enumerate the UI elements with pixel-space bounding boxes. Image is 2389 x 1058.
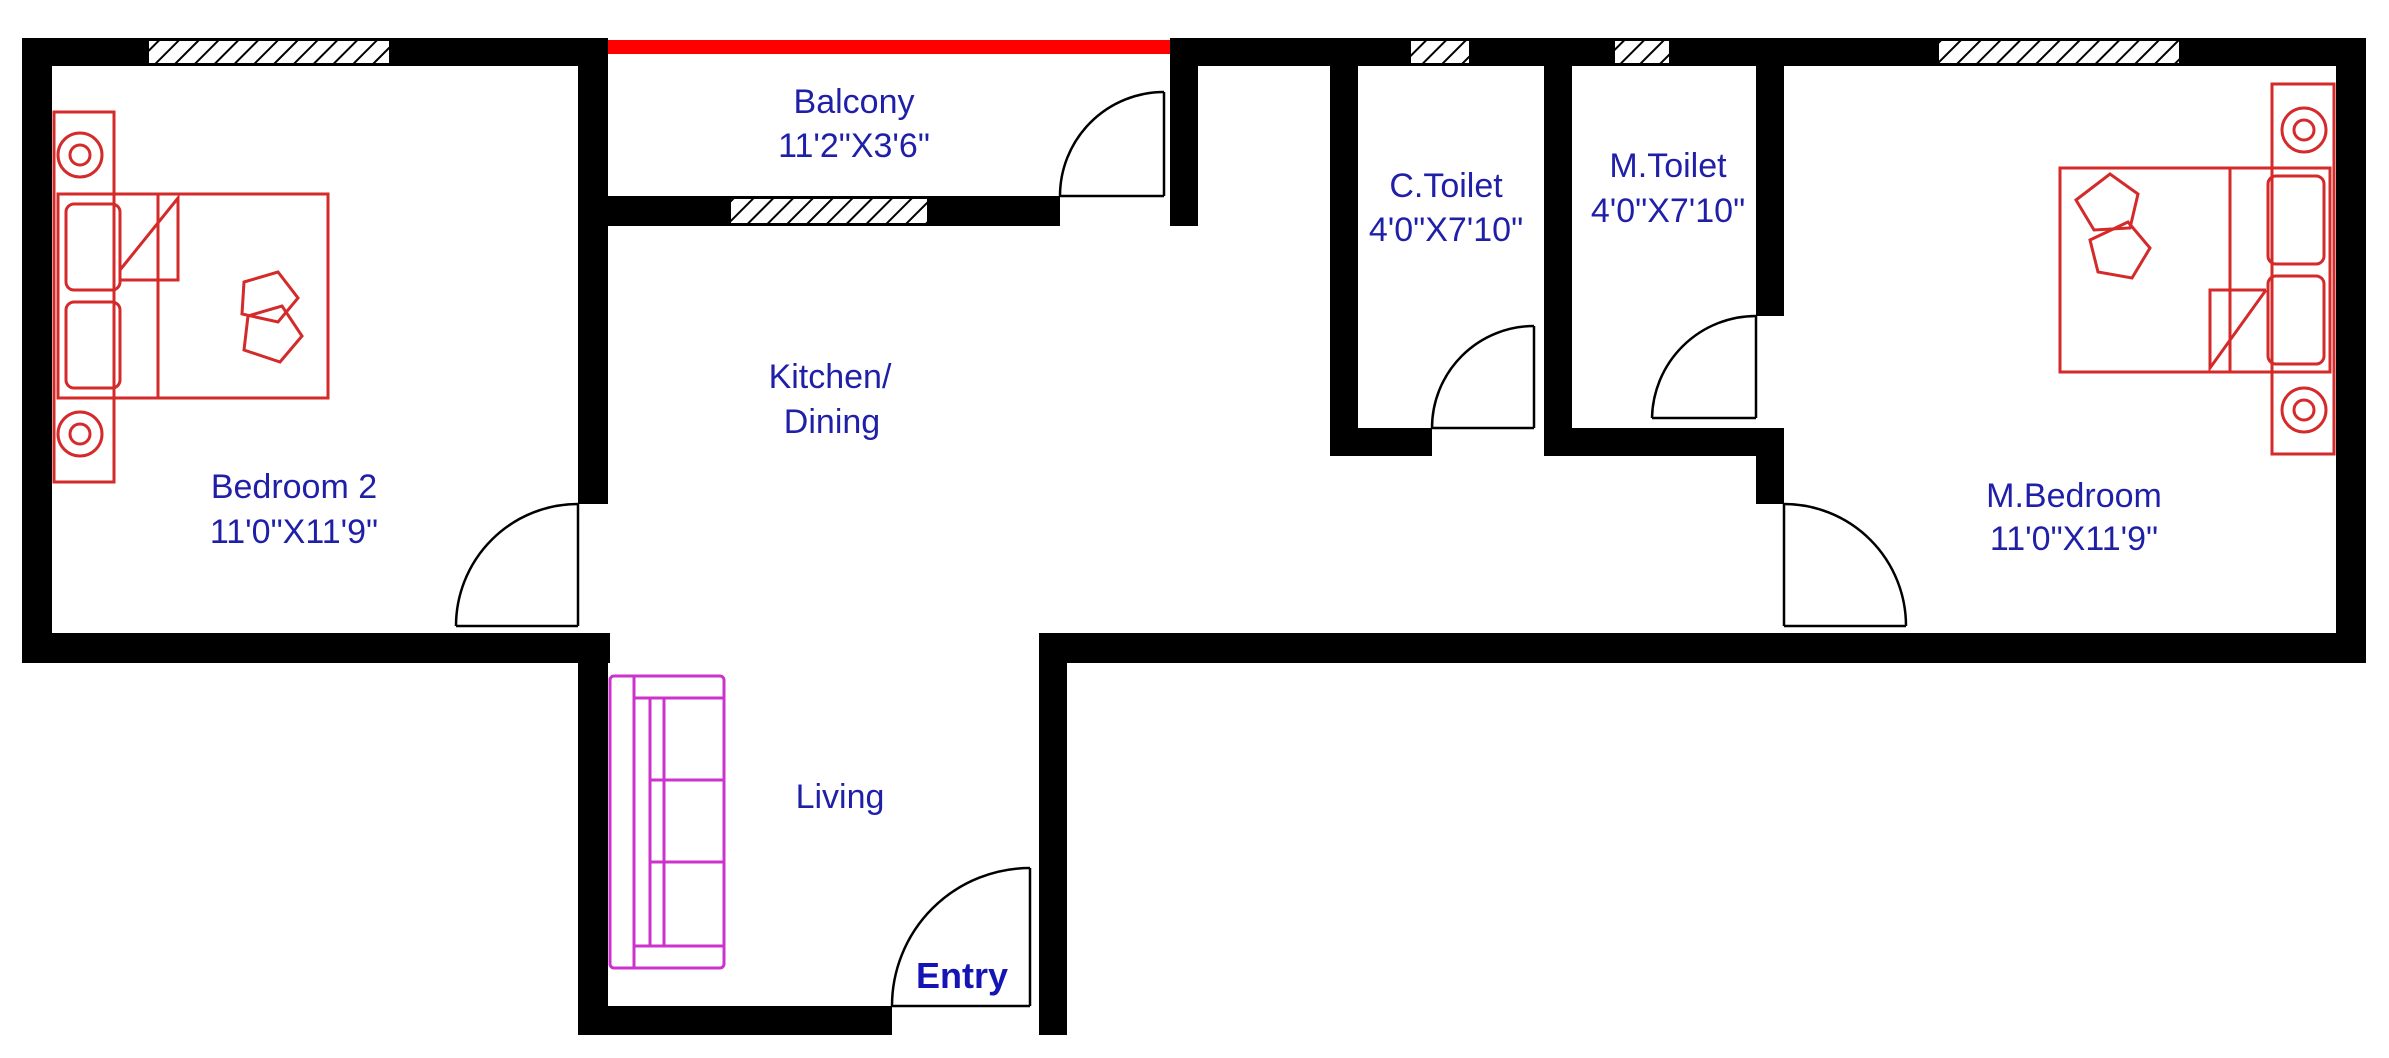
windows <box>147 39 2181 225</box>
m-toilet-size: 4'0"X7'10" <box>1591 192 1745 230</box>
doors <box>454 90 1908 1008</box>
bedroom2-name: Bedroom 2 <box>211 468 377 506</box>
side-table-icon <box>56 131 104 179</box>
door-swing-icon <box>1430 324 1536 430</box>
door-swing-icon <box>1650 314 1758 420</box>
door-swing-icon <box>1058 90 1166 198</box>
c-toilet-name: C.Toilet <box>1389 167 1503 205</box>
side-table-icon <box>2280 106 2328 154</box>
window-icon <box>1937 39 2181 65</box>
balcony-size: 11'2"X3'6" <box>778 127 930 165</box>
m-toilet-name: M.Toilet <box>1609 147 1727 185</box>
door-swing-icon <box>454 502 580 628</box>
window-icon <box>147 39 391 65</box>
balcony-railing <box>608 40 1170 54</box>
side-table-icon <box>2280 386 2328 434</box>
bedroom2-size: 11'0"X11'9" <box>210 513 378 551</box>
m-bedroom-name: M.Bedroom <box>1986 477 2162 515</box>
kitchen-name-line1: Kitchen/ <box>769 358 892 396</box>
kitchen-name-line2: Dining <box>784 403 880 441</box>
door-swing-icon <box>890 866 1032 1008</box>
c-toilet-size: 4'0"X7'10" <box>1369 211 1523 249</box>
balcony-name: Balcony <box>794 83 915 121</box>
m-bedroom-size: 11'0"X11'9" <box>1990 520 2158 558</box>
window-icon <box>729 197 929 225</box>
bed-icon <box>52 110 330 484</box>
bed-icon <box>2058 82 2336 456</box>
entry-label: Entry <box>916 955 1008 996</box>
window-icon <box>1409 39 1471 65</box>
door-swing-icon <box>1782 502 1908 628</box>
side-table-icon <box>56 410 104 458</box>
sofa-icon <box>608 674 726 970</box>
living-name: Living <box>796 778 885 816</box>
window-icon <box>1613 39 1671 65</box>
